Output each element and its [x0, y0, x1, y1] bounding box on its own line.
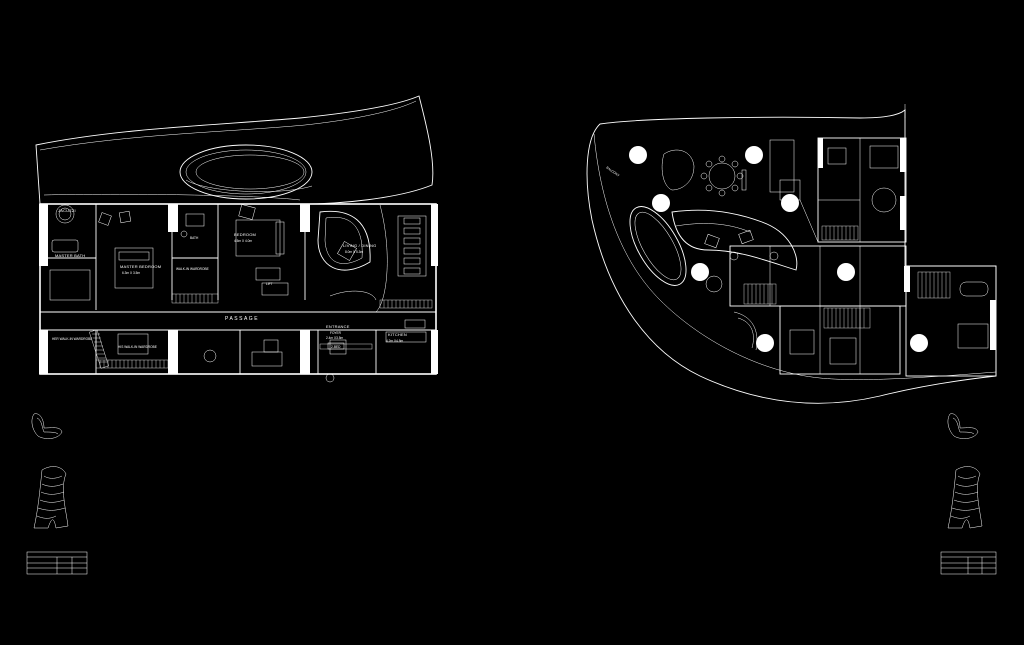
label-bedroom-dim: 4.5m X 4.0m	[234, 239, 252, 243]
master-bed	[114, 247, 154, 289]
left-area-table	[26, 551, 88, 575]
marker-7	[756, 334, 774, 352]
right-curved-envelope	[586, 109, 997, 404]
label-master-bedroom: MASTER BEDROOM	[120, 264, 161, 269]
label-living-dining: LIVING / DINING	[343, 243, 376, 248]
label-unit-tag: 2-BED	[331, 345, 341, 349]
label-kitchen-dim: 4.2m X4.5m	[386, 339, 404, 343]
marker-1	[629, 146, 647, 164]
left-floor-plan: JACUZZI MASTER BATH MASTER BEDROOM 6.3m …	[26, 95, 438, 575]
label-jacuzzi: JACUZZI	[58, 208, 76, 213]
marker-3	[652, 194, 670, 212]
label-master-bath: MASTER BATH	[55, 253, 85, 258]
label-balcony: BALCONY	[605, 166, 620, 179]
label-bath: BATH	[190, 236, 199, 240]
label-master-bedroom-dim: 6.3m X 3.5m	[122, 271, 140, 275]
label-his-walk-in: HIS WALK-IN WARDROBE	[118, 345, 157, 349]
living-sofa	[317, 210, 371, 271]
label-lift: LIFT	[266, 282, 273, 286]
label-her-walk-in: HER WALK-IN WARDROBE	[52, 337, 92, 341]
right-markers	[629, 146, 928, 352]
label-entrance-dim: 2.4m X3.5m	[326, 336, 344, 340]
right-upper-rooms	[817, 137, 907, 243]
left-room-labels: JACUZZI MASTER BATH MASTER BEDROOM 6.3m …	[52, 208, 407, 350]
label-kitchen: KITCHEN	[388, 332, 407, 337]
right-key-plan	[947, 413, 979, 439]
marker-5	[691, 263, 709, 281]
label-living-dining-dim: 8.0m X 5.3m	[345, 250, 363, 254]
left-partitions	[40, 204, 436, 374]
marker-2	[745, 146, 763, 164]
left-building-outline	[33, 466, 69, 529]
marker-6	[837, 263, 855, 281]
bedroom-bed	[235, 219, 281, 257]
label-bedroom: BEDROOM	[234, 232, 256, 237]
left-key-plan	[31, 413, 63, 439]
right-area-table	[940, 551, 997, 575]
left-top-terrace	[35, 95, 434, 205]
marker-8	[910, 334, 928, 352]
right-floor-plan: BALCONY	[586, 104, 997, 575]
dining-table	[397, 215, 427, 277]
label-entrance: ENTRANCE	[326, 324, 350, 329]
left-wardrobe-hatching	[89, 293, 433, 369]
label-entrance-sub: FOYER	[330, 331, 342, 335]
right-lower-rooms	[729, 245, 997, 377]
left-outer-walls	[39, 203, 438, 375]
marker-4	[781, 194, 799, 212]
left-furniture	[49, 204, 427, 383]
right-living-area	[661, 139, 819, 293]
right-building-outline	[947, 466, 983, 529]
label-passage: PASSAGE	[225, 316, 259, 322]
label-walk-in-wardrobe: WALK-IN WARDROBE	[176, 267, 209, 271]
